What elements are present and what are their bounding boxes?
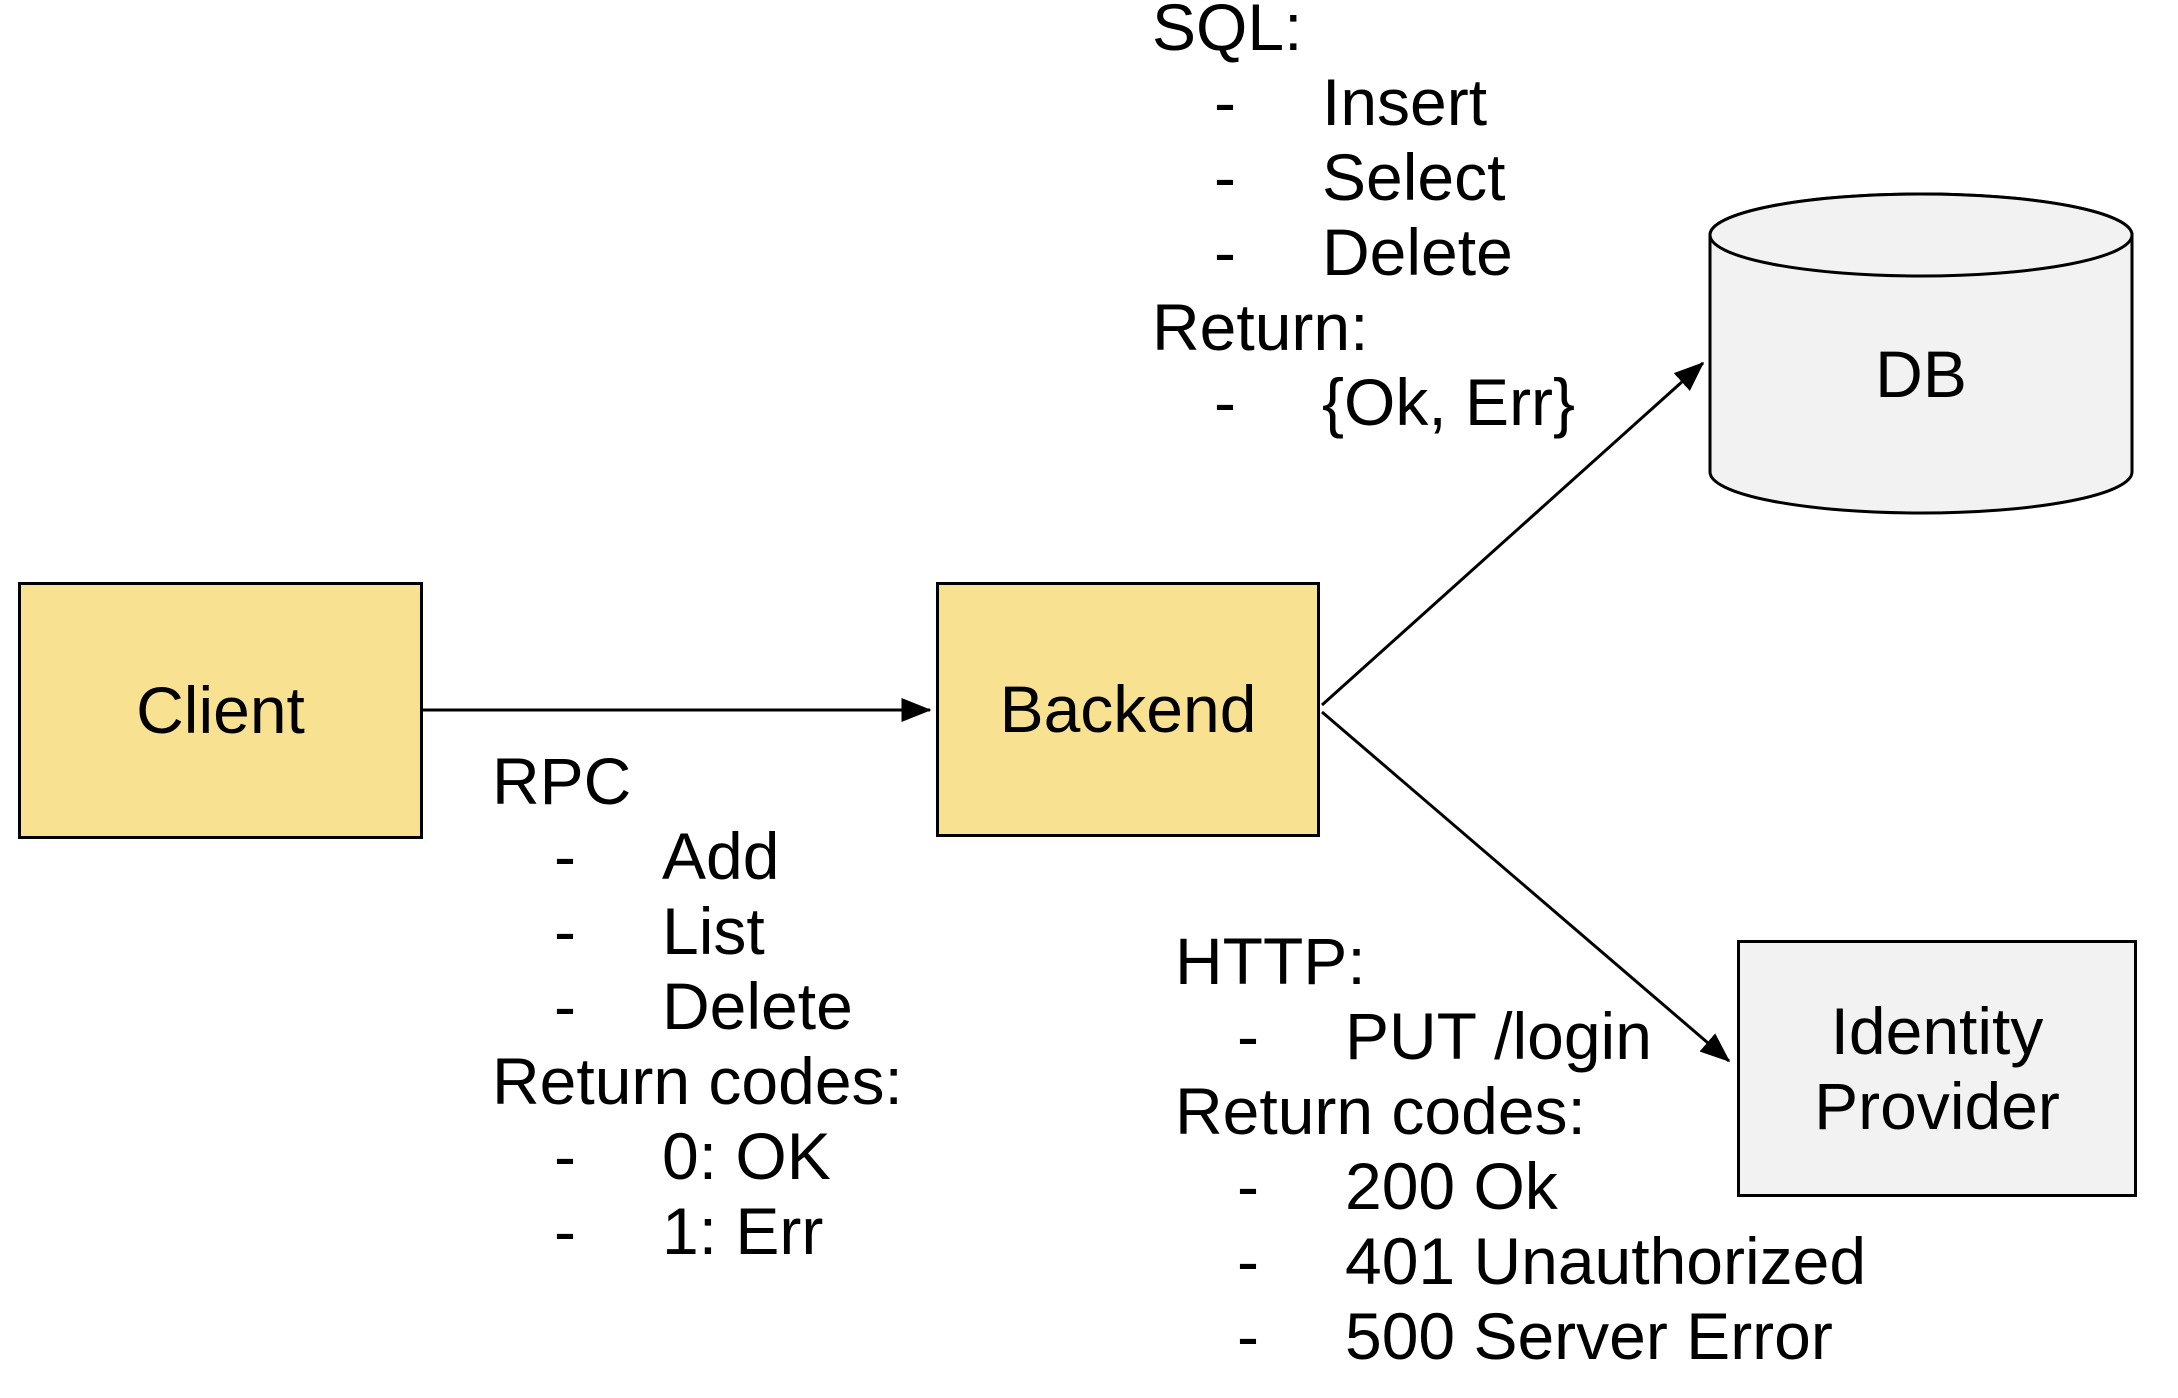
node-label: Client — [136, 673, 305, 747]
identity-provider-node: Identity Provider — [1737, 940, 2137, 1197]
annotation-text: SQL: — [1152, 0, 1303, 64]
arrow-backend-to-db — [1320, 361, 1705, 707]
bullet-dash: - — [1214, 65, 1236, 139]
annotation-text: Return codes: — [492, 1044, 903, 1118]
bullet-dash: - — [1214, 365, 1236, 439]
annotation-text: Return: — [1152, 290, 1369, 364]
bullet-dash: - — [1237, 1224, 1259, 1298]
backend-node: Backend — [936, 582, 1320, 837]
annotation-text: RPC — [492, 744, 632, 818]
bullet-dash: - — [554, 819, 576, 893]
annotation-text: 500 Server Error — [1345, 1299, 1833, 1373]
annotation-text: PUT /login — [1345, 999, 1652, 1073]
bullet-dash: - — [554, 1119, 576, 1193]
db-node-label: DB — [1710, 337, 2132, 412]
annotation-text: 401 Unauthorized — [1345, 1224, 1867, 1298]
bullet-dash: - — [554, 894, 576, 968]
arrow-backend-to-identity-provider — [1321, 710, 1731, 1063]
annotation-text: Return codes: — [1175, 1074, 1586, 1148]
annotation-text: 200 Ok — [1345, 1149, 1558, 1223]
bullet-dash: - — [1214, 215, 1236, 289]
annotation-text: Delete — [662, 969, 853, 1043]
annotation-text: List — [662, 894, 765, 968]
annotation-text: Insert — [1322, 65, 1488, 139]
node-label: Identity Provider — [1814, 993, 2060, 1143]
bullet-dash: - — [1237, 1149, 1259, 1223]
bullet-dash: - — [554, 1194, 576, 1268]
bullet-dash: - — [1214, 140, 1236, 214]
annotation-text: 1: Err — [662, 1194, 824, 1268]
annotation-text: {Ok, Err} — [1322, 365, 1576, 439]
annotation-text: Delete — [1322, 215, 1513, 289]
db-cylinder-top — [1708, 192, 2134, 278]
node-label: Backend — [999, 672, 1257, 746]
db-cylinder — [1708, 192, 2134, 515]
bullet-dash: - — [554, 969, 576, 1043]
bullet-dash: - — [1237, 1299, 1259, 1373]
bullet-dash: - — [1237, 999, 1259, 1073]
annotation-text: HTTP: — [1175, 924, 1366, 998]
node-label: DB — [1875, 337, 1967, 411]
annotation-text: 0: OK — [662, 1119, 831, 1193]
annotation-text: Select — [1322, 140, 1506, 214]
annotation-text: Add — [662, 819, 780, 893]
client-node: Client — [18, 582, 423, 839]
